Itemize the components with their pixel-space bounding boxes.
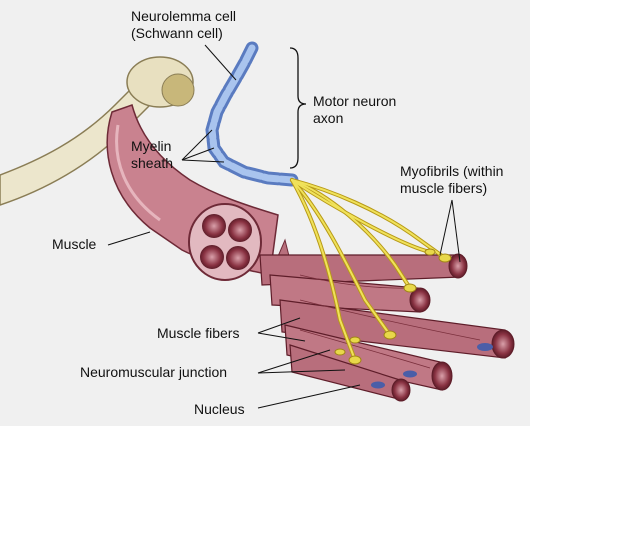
myelinated-axon [205, 41, 299, 187]
label-myofibrils-line1: Myofibrils (within [400, 163, 504, 179]
label-myofibrils-line2: muscle fibers) [400, 180, 488, 196]
diagram-illustration [0, 41, 515, 409]
label-muscle: Muscle [52, 236, 97, 252]
muscle-fibers-bundle [259, 253, 515, 402]
label-motor-neuron-axon: Motor neuron axon [313, 93, 396, 127]
label-muscle-fibers: Muscle fibers [157, 325, 240, 341]
neuromuscular-junction-endings [334, 248, 452, 365]
muscle-innervation-diagram: Neurolemma cell (Schwann cell) Motor neu… [0, 0, 530, 426]
label-motor-neuron-line1: Motor neuron [313, 93, 397, 109]
label-myelin-line1: Myelin [131, 138, 172, 154]
label-motor-neuron-line2: axon [313, 110, 344, 126]
muscle-cross-section [188, 203, 262, 281]
leader-lines [107, 44, 461, 409]
label-myelin-sheath: Myelin sheath [131, 138, 173, 172]
label-neurolemma-cell: Neurolemma cell (Schwann cell) [131, 8, 236, 42]
label-myofibrils: Myofibrils (within muscle fibers) [400, 163, 503, 197]
label-nucleus: Nucleus [194, 401, 245, 417]
label-neurolemma-line1: Neurolemma cell [131, 8, 237, 24]
nerve-branches-highlight [291, 179, 446, 361]
label-neuromuscular-junction: Neuromuscular junction [80, 364, 228, 380]
motor-neuron-bracket [289, 47, 307, 169]
label-myelin-line2: sheath [131, 155, 174, 171]
label-neurolemma-line2: (Schwann cell) [131, 25, 223, 41]
